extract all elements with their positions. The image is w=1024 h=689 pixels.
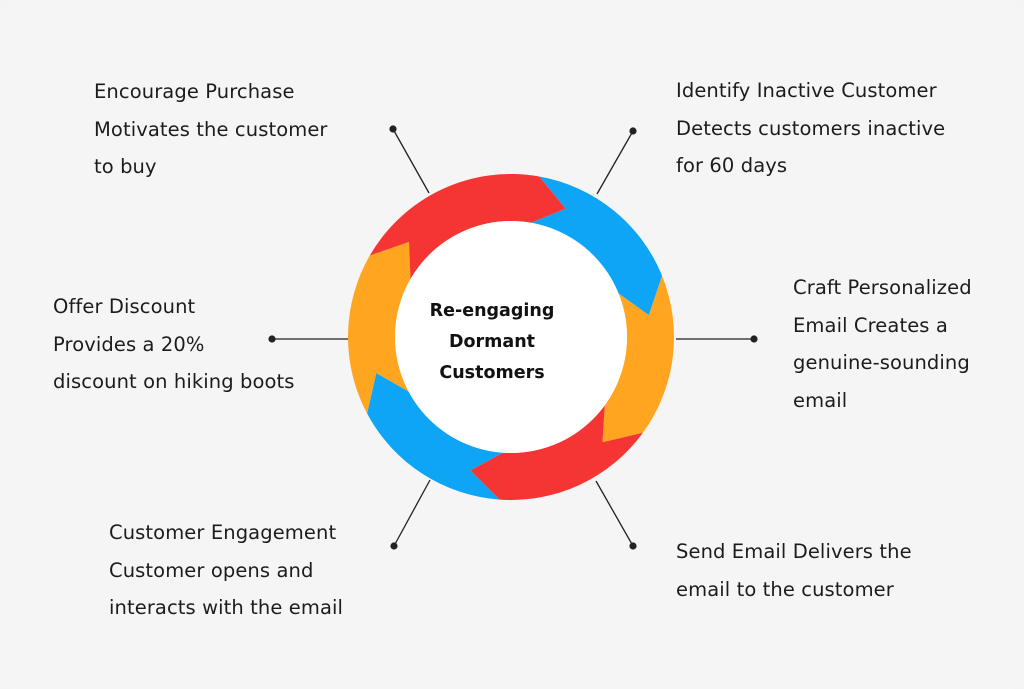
step-label-customer-engagement: Customer Engagement Customer opens and i… (109, 514, 343, 627)
ring-segment-orange-left (347, 241, 411, 414)
step-description: discount on hiking boots (53, 370, 295, 393)
connector-send (595, 480, 637, 550)
connector-dot (268, 335, 276, 343)
step-description: for 60 days (676, 154, 788, 177)
connector-dot (629, 127, 637, 135)
ring-segment-red-top (369, 174, 566, 279)
step-title: Offer Discount (53, 295, 196, 318)
step-description: Motivates the customer (94, 117, 328, 141)
connector-line (595, 480, 634, 547)
connector-dot (389, 125, 397, 133)
center-title-line: Dormant (448, 332, 536, 352)
step-description: Detects customers inactive (676, 116, 946, 140)
connector-line (393, 479, 431, 547)
step-label-encourage-purchase: Encourage Purchase Motivates the custome… (94, 73, 328, 186)
center-circle (395, 221, 627, 453)
step-label-send-email: Send Email Delivers the email to the cus… (676, 533, 912, 608)
step-description: Customer opens and (109, 558, 314, 582)
step-label-offer-discount: Offer Discount Provides a 20% discount o… (53, 288, 295, 401)
center-title-line: Re-engaging (429, 301, 555, 321)
ring-segment-blue-top (531, 176, 663, 316)
connector-identify (596, 127, 637, 195)
connector-dot (390, 542, 398, 550)
step-description: genuine-sounding (793, 351, 970, 374)
ring-segments (347, 174, 674, 501)
step-description: interacts with the email (109, 596, 344, 619)
step-title: Craft Personalized (793, 276, 972, 299)
connector-dot (629, 542, 637, 550)
ring-segment-blue-bottom (367, 373, 503, 500)
connector-discount (268, 335, 348, 343)
connector-engage (390, 479, 431, 550)
step-title: Customer Engagement (109, 521, 337, 544)
step-description: email (793, 388, 848, 412)
step-label-craft-personalized-email: Craft Personalized Email Creates a genui… (793, 269, 972, 419)
step-description: to buy (94, 155, 157, 178)
step-description: Email Creates a (793, 313, 948, 337)
step-title: Encourage Purchase (94, 80, 295, 103)
ring-segment-red-bottom (470, 405, 643, 501)
connector-dot (750, 335, 758, 343)
connector-purchase (389, 125, 430, 194)
ring-segment-orange-right (602, 275, 674, 443)
connector-line (392, 128, 430, 194)
step-label-identify-inactive-customer: Identify Inactive Customer Detects custo… (676, 72, 945, 185)
step-description: Provides a 20% (53, 332, 205, 356)
connector-lines (268, 125, 758, 550)
step-title: Identify Inactive Customer (676, 79, 937, 102)
connector-craft (676, 335, 758, 343)
step-title: Send Email Delivers the (676, 540, 912, 563)
connector-line (596, 130, 634, 195)
step-description: email to the customer (676, 577, 894, 601)
center-title: Re-engaging Dormant Customers (398, 296, 586, 389)
center-title-line: Customers (439, 363, 545, 383)
